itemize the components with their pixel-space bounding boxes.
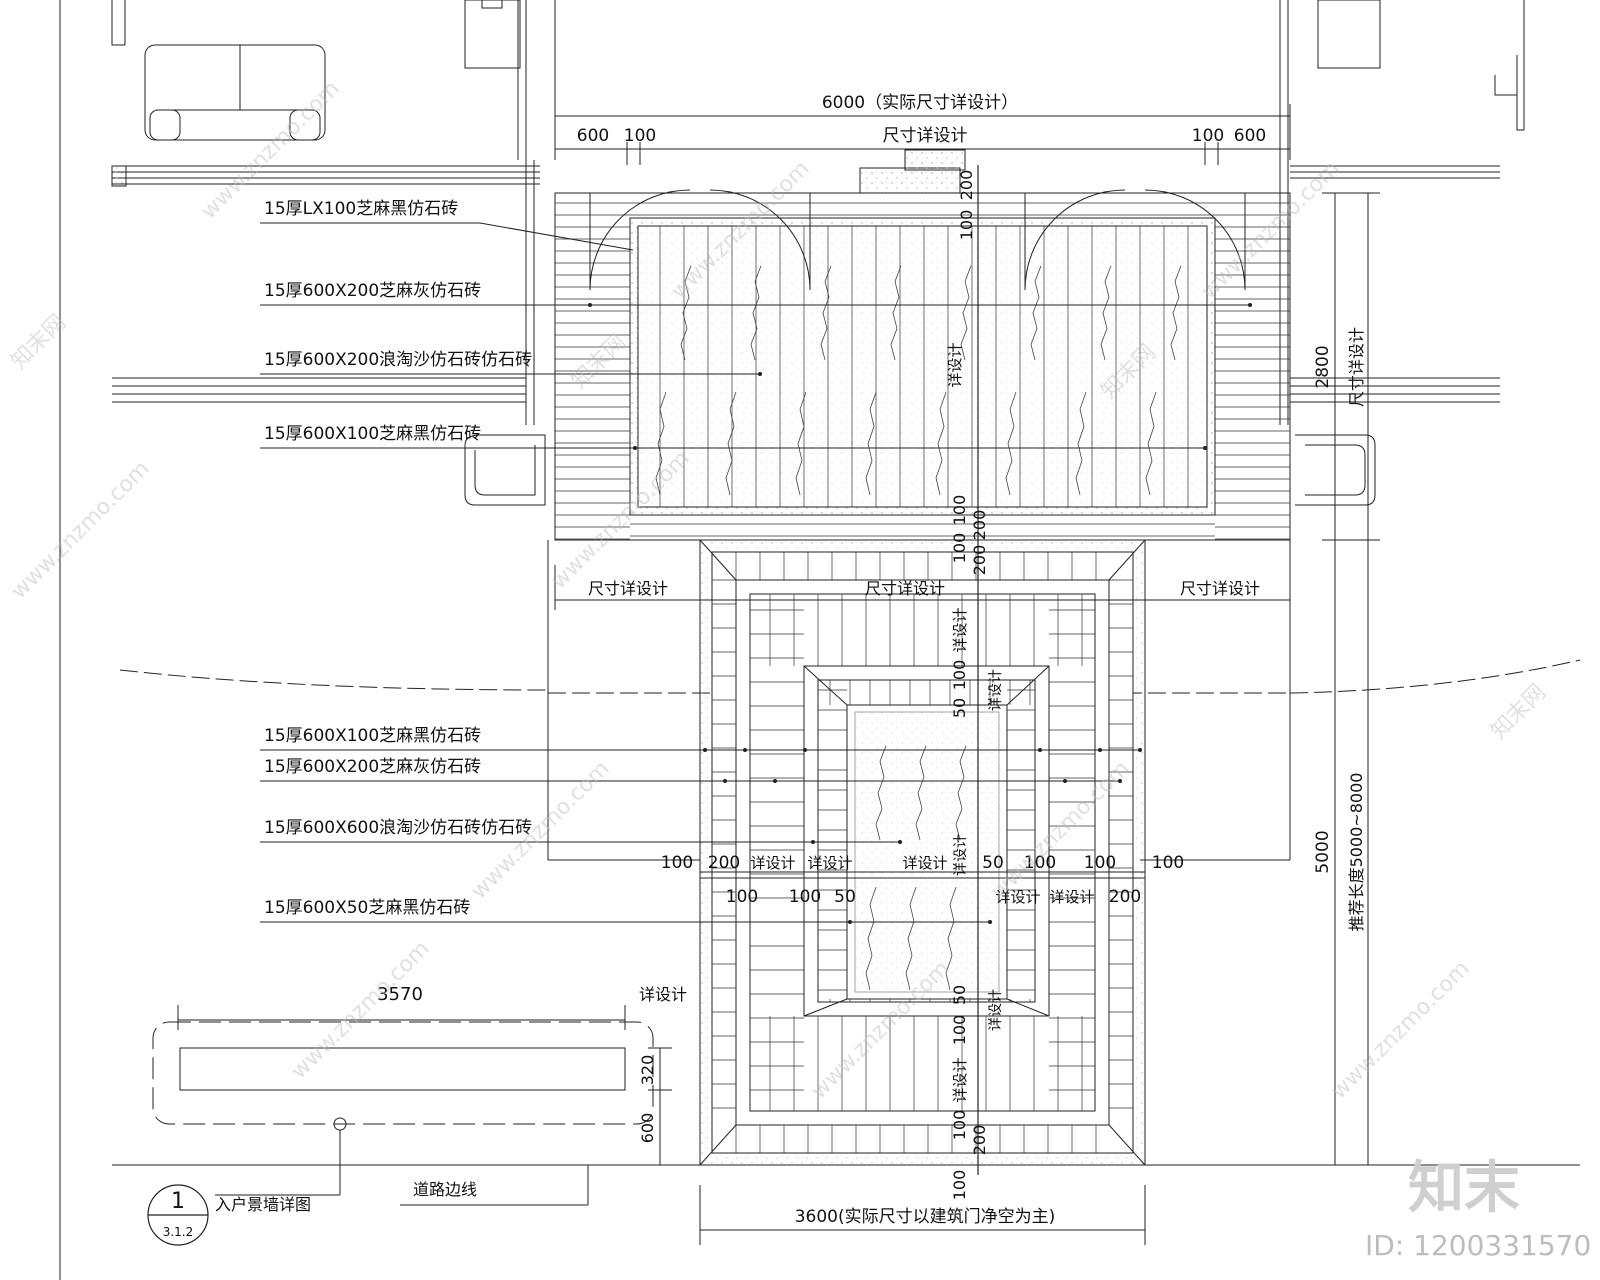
svg-text:知末网: 知末网 bbox=[7, 310, 71, 374]
svg-text:50: 50 bbox=[950, 985, 969, 1005]
svg-text:详设计: 详设计 bbox=[946, 342, 964, 387]
svg-text:100: 100 bbox=[950, 660, 969, 691]
material-label-5: 15厚600X100芝麻黑仿石砖 bbox=[264, 726, 481, 746]
svg-text:100: 100 bbox=[950, 533, 969, 564]
title-text: 入户景墙详图 bbox=[215, 1195, 311, 1214]
dimension-lines bbox=[177, 104, 1380, 1245]
svg-text:100: 100 bbox=[950, 495, 969, 526]
svg-text:100: 100 bbox=[661, 853, 693, 873]
svg-text:50: 50 bbox=[950, 698, 969, 718]
material-label-4: 15厚600X100芝麻黑仿石砖 bbox=[264, 424, 481, 444]
svg-text:详设计: 详设计 bbox=[1049, 888, 1094, 906]
brand-logo: 知末 bbox=[1408, 1156, 1520, 1221]
svg-text:200: 200 bbox=[1109, 887, 1141, 907]
dim-recommended-length: 推荐长度5000~8000 bbox=[1347, 773, 1366, 932]
title-sheet: 3.1.2 bbox=[163, 1225, 194, 1239]
svg-text:200: 200 bbox=[970, 510, 989, 541]
centerline-dims: 200 100 详设计 100 200 100 200 详设计 100 50 详… bbox=[946, 170, 1004, 1201]
svg-text:200: 200 bbox=[708, 853, 740, 873]
svg-text:详设计: 详设计 bbox=[807, 854, 852, 872]
svg-text:www.znzmo.com: www.znzmo.com bbox=[7, 456, 155, 604]
context-lines bbox=[59, 0, 1581, 1280]
dim-wall-320: 320 bbox=[638, 1055, 657, 1086]
svg-text:100: 100 bbox=[1024, 853, 1056, 873]
svg-text:知末网: 知末网 bbox=[1487, 680, 1551, 744]
svg-text:100: 100 bbox=[950, 1110, 969, 1141]
svg-text:详设计: 详设计 bbox=[951, 1057, 969, 1102]
upper-paving bbox=[554, 149, 1291, 541]
dim-right-100: 100 bbox=[1192, 126, 1224, 146]
dim-wall-600: 600 bbox=[638, 1113, 657, 1144]
svg-text:知末网: 知末网 bbox=[567, 330, 631, 394]
svg-text:50: 50 bbox=[834, 887, 856, 907]
marble-veins bbox=[655, 265, 1182, 991]
svg-text:200: 200 bbox=[970, 545, 989, 576]
dim-bottom-width: 3600(实际尺寸以建筑门净空为主) bbox=[795, 1207, 1056, 1227]
dim-right-2800: 2800 bbox=[1313, 345, 1333, 388]
leader-dots bbox=[588, 303, 1252, 924]
dim-center-size-design: 尺寸详设计 bbox=[865, 579, 945, 598]
svg-text:www.znzmo.com: www.znzmo.com bbox=[547, 446, 695, 594]
material-label-2: 15厚600X200芝麻灰仿石砖 bbox=[264, 281, 481, 301]
dim-left-600: 600 bbox=[577, 126, 609, 146]
material-label-6: 15厚600X200芝麻灰仿石砖 bbox=[264, 757, 481, 777]
lower-paving bbox=[699, 539, 1146, 1166]
svg-text:100: 100 bbox=[950, 1170, 969, 1201]
dim-right-size-design: 尺寸详设计 bbox=[1180, 579, 1260, 598]
svg-text:详设计: 详设计 bbox=[988, 669, 1004, 711]
svg-text:详设计: 详设计 bbox=[995, 888, 1040, 906]
dim-left-size-design: 尺寸详设计 bbox=[588, 579, 668, 598]
svg-text:100: 100 bbox=[1084, 853, 1116, 873]
svg-text:详设计: 详设计 bbox=[988, 989, 1004, 1031]
material-label-1: 15厚LX100芝麻黑仿石砖 bbox=[264, 199, 458, 219]
leader-lines bbox=[260, 222, 1250, 923]
svg-text:详设计: 详设计 bbox=[953, 834, 969, 876]
dim-wall-detail: 详设计 bbox=[639, 985, 687, 1004]
dim-wall-length: 3570 bbox=[377, 984, 423, 1005]
svg-text:100: 100 bbox=[950, 1015, 969, 1046]
dim-right-size-design: 尺寸详设计 bbox=[1347, 327, 1366, 407]
dim-row-2: 100 100 50 详设计 详设计 200 bbox=[726, 887, 1141, 907]
svg-text:50: 50 bbox=[982, 853, 1004, 873]
dim-right-600: 600 bbox=[1234, 126, 1266, 146]
svg-text:www.znzmo.com: www.znzmo.com bbox=[1327, 956, 1475, 1104]
material-label-3: 15厚600X200浪淘沙仿石砖仿石砖 bbox=[264, 350, 532, 370]
svg-text:200: 200 bbox=[970, 1125, 989, 1156]
svg-text:详设计: 详设计 bbox=[750, 854, 795, 872]
svg-text:100: 100 bbox=[726, 887, 758, 907]
dim-total-width: 6000（实际尺寸详设计） bbox=[822, 93, 1018, 113]
dim-right-5000: 5000 bbox=[1313, 830, 1333, 873]
dim-size-design-top: 尺寸详设计 bbox=[883, 126, 968, 146]
entrance-wall bbox=[152, 1021, 654, 1206]
brand-id: ID: 1200331570 bbox=[1365, 1229, 1591, 1262]
title-block bbox=[147, 1184, 209, 1246]
svg-text:详设计: 详设计 bbox=[951, 607, 969, 652]
svg-text:www.znzmo.com: www.znzmo.com bbox=[1197, 156, 1345, 304]
title-number: 1 bbox=[171, 1189, 185, 1214]
dim-row-1: 100 200 详设计 详设计 详设计 50 100 100 100 bbox=[661, 853, 1184, 873]
material-label-8: 15厚600X50芝麻黑仿石砖 bbox=[264, 898, 470, 918]
dim-left-100: 100 bbox=[624, 126, 656, 146]
svg-text:100: 100 bbox=[957, 210, 976, 241]
svg-text:100: 100 bbox=[789, 887, 821, 907]
svg-text:200: 200 bbox=[957, 170, 976, 201]
svg-text:100: 100 bbox=[1152, 853, 1184, 873]
svg-text:详设计: 详设计 bbox=[902, 854, 947, 872]
road-edge-label: 道路边线 bbox=[413, 1180, 477, 1199]
svg-text:www.znzmo.com: www.znzmo.com bbox=[287, 936, 435, 1084]
material-label-7: 15厚600X600浪淘沙仿石砖仿石砖 bbox=[264, 818, 532, 838]
